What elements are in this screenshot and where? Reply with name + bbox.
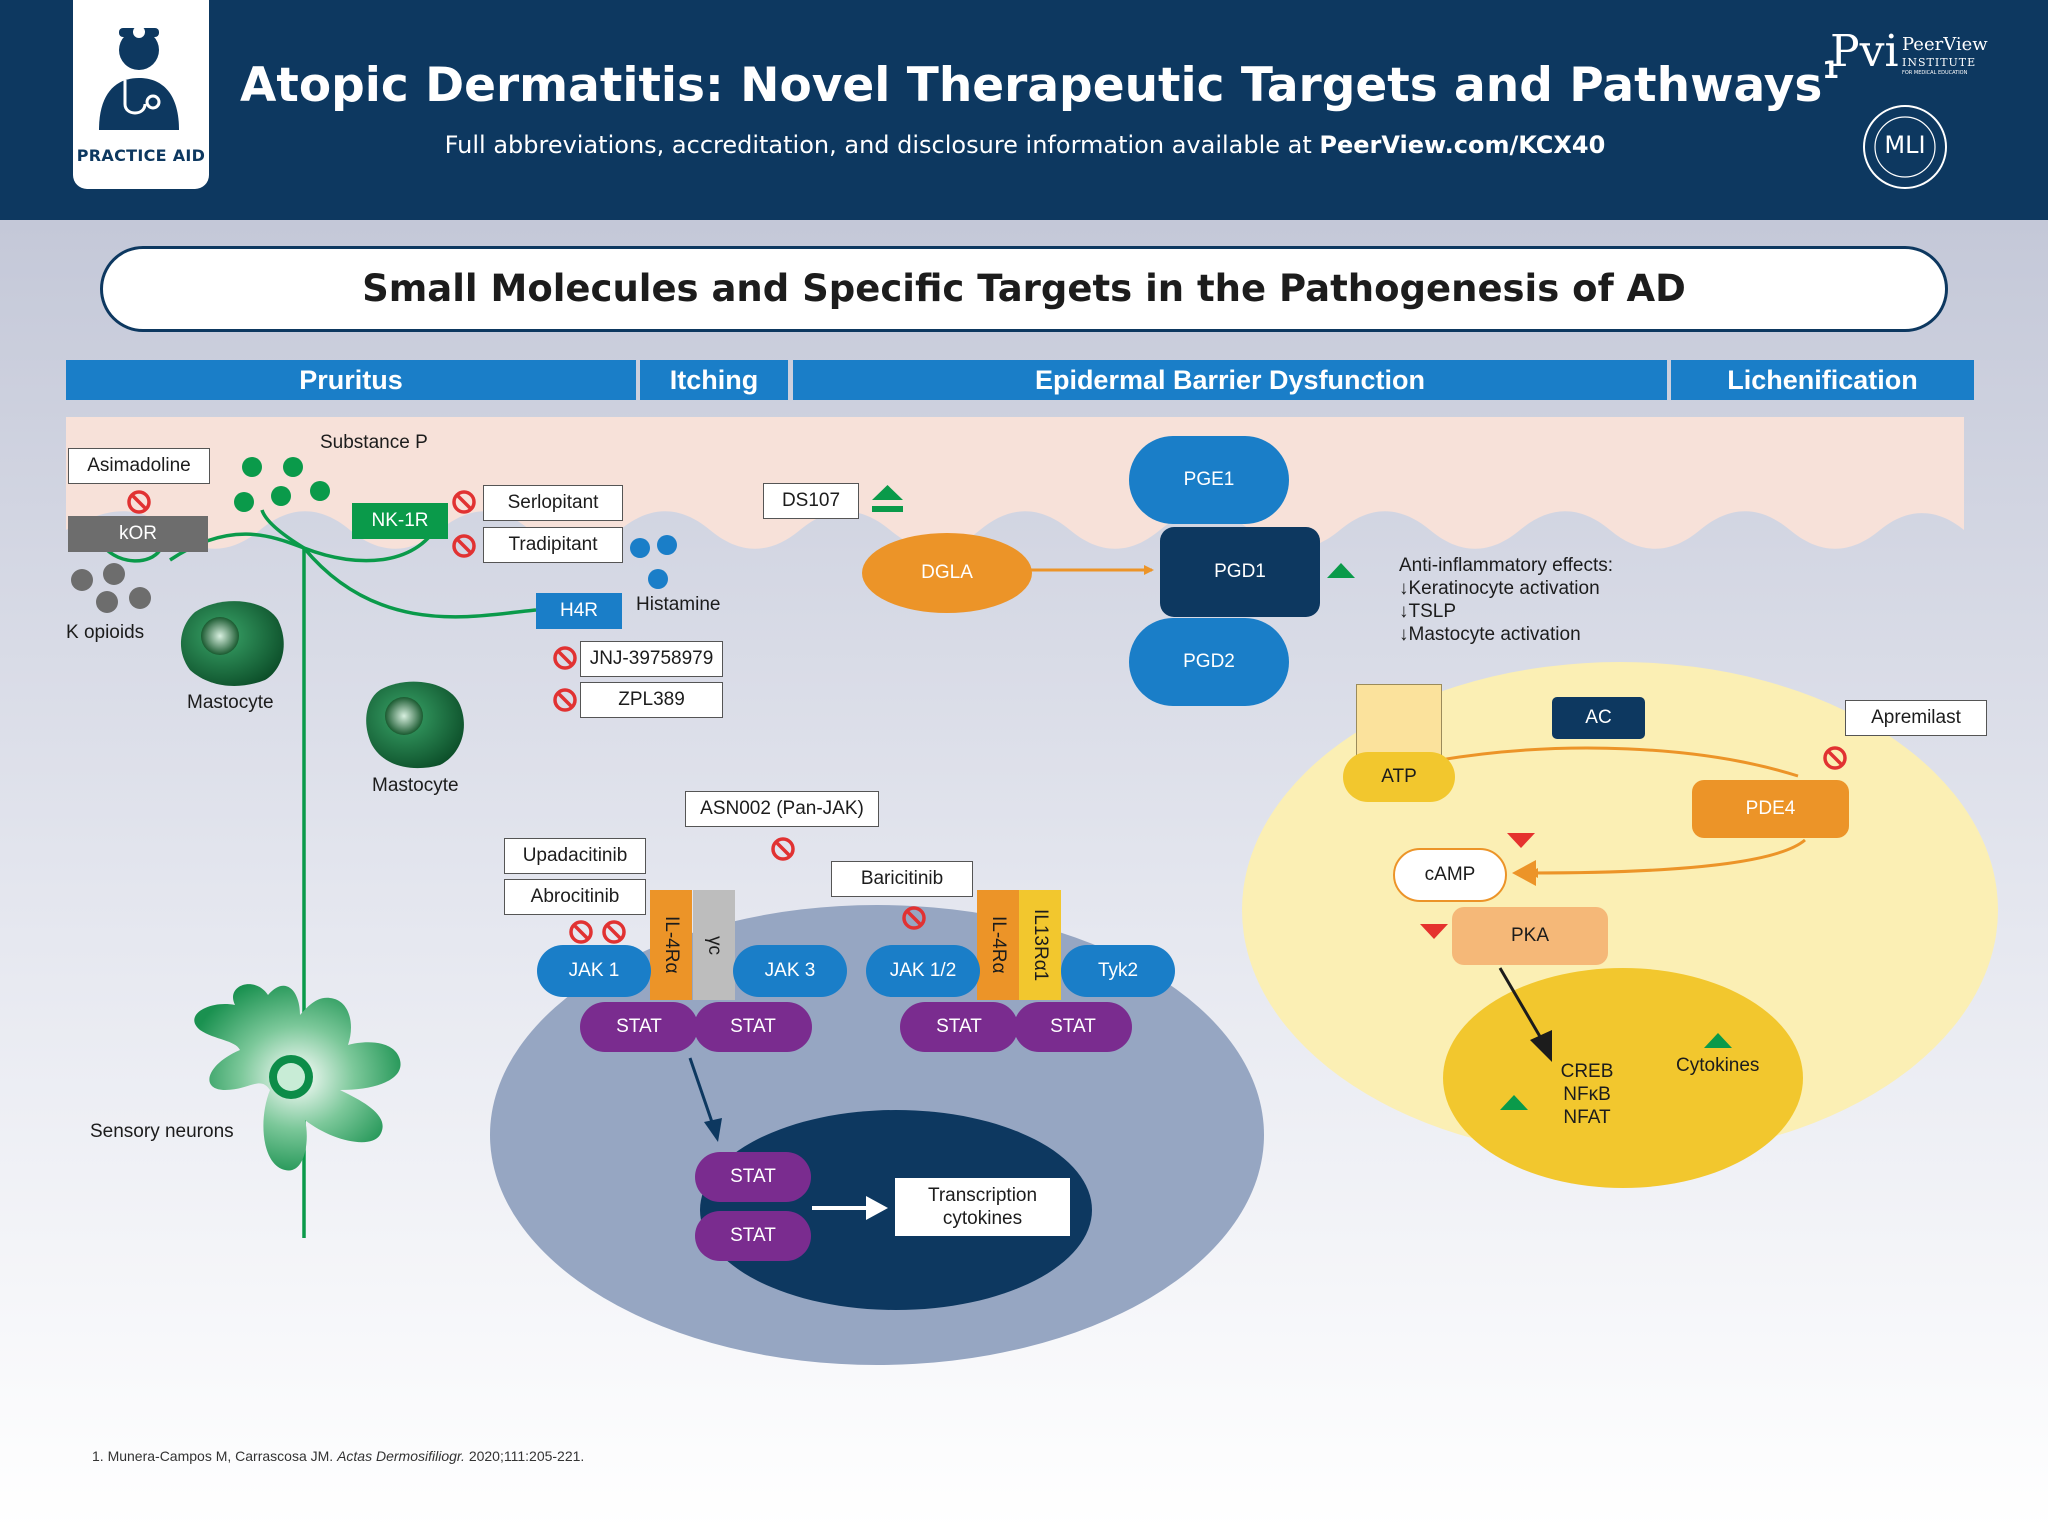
pgd2-node: PGD2 [1129, 618, 1289, 706]
kor-receptor: kOR [68, 516, 208, 552]
asn002-box: ASN002 (Pan-JAK) [685, 791, 879, 827]
nk1r-receptor: NK-1R [352, 503, 448, 539]
mastocyte-label-1: Mastocyte [187, 692, 274, 713]
atp-channel [1356, 684, 1442, 764]
mastocyte-cell-1 [180, 601, 284, 686]
up-triangle-ds107 [872, 485, 903, 500]
pde4-to-camp-line [1528, 838, 1806, 878]
il13ra1-chain [1019, 890, 1061, 1000]
abrocitinib-box: Abrocitinib [504, 879, 646, 915]
atp-node: ATP [1343, 752, 1455, 802]
transcription-factors: CREB NFκB NFAT [1560, 1061, 1614, 1128]
stat-nucleus-1: STAT [695, 1152, 811, 1202]
substance-p-dots [234, 457, 330, 512]
histamine-label: Histamine [636, 594, 721, 615]
upadacitinib-box: Upadacitinib [504, 838, 646, 874]
header-banner: PRACTICE AID Atopic Dermatitis: Novel Th… [0, 0, 2048, 220]
transcription-cytokines-box: Transcription cytokines [894, 1177, 1071, 1237]
pka-node: PKA [1452, 907, 1608, 965]
up-triangle-pgd1 [1327, 563, 1355, 578]
histamine-dots [630, 535, 677, 589]
baricitinib-box: Baricitinib [831, 861, 973, 897]
apremilast-box: Apremilast [1845, 700, 1987, 736]
yc-label: γc [704, 935, 725, 955]
pge1-node: PGE1 [1129, 436, 1289, 524]
mastocyte-cell-2 [366, 681, 464, 769]
category-itching: Itching [640, 360, 788, 400]
sensory-neuron [194, 984, 401, 1171]
jak1-kinase: JAK 1 [537, 945, 651, 997]
jak12-kinase: JAK 1/2 [866, 945, 980, 997]
pgd1-node: PGD1 [1160, 527, 1320, 617]
k-opioid-dots [71, 563, 151, 613]
dgla-node: DGLA [862, 533, 1032, 613]
pka-to-creb-arrow [1498, 967, 1552, 1062]
reference-footnote: 1. Munera-Campos M, Carrascosa JM. Actas… [92, 1448, 585, 1464]
atp-to-pde4-line [1439, 746, 1799, 778]
il13ra1-label: IL13Rα1 [1030, 908, 1051, 982]
asimadoline-box: Asimadoline [68, 448, 210, 484]
zpl389-box: ZPL389 [580, 682, 723, 718]
cytokines-label: Cytokines [1676, 1055, 1760, 1076]
tyk2-kinase: Tyk2 [1061, 945, 1175, 997]
stat-3: STAT [900, 1002, 1018, 1052]
il4ra-chain-2 [977, 890, 1019, 1000]
down-triangle-camp [1507, 833, 1535, 848]
mli-seal: MLI [1862, 104, 1948, 190]
page-title: Atopic Dermatitis: Novel Therapeutic Tar… [240, 56, 1840, 113]
il4ra-chain-1 [650, 890, 692, 1000]
page-subtitle: Full abbreviations, accreditation, and d… [444, 131, 1606, 159]
category-epidermal-barrier: Epidermal Barrier Dysfunction [793, 360, 1667, 400]
mastocyte-label-2: Mastocyte [372, 775, 459, 796]
inhibit-icons [127, 490, 1847, 944]
jak3-kinase: JAK 3 [733, 945, 847, 997]
yc-chain [693, 890, 735, 1000]
peerview-logo: Pvi PeerView INSTITUTE FOR MEDICAL EDUCA… [1830, 26, 1988, 77]
pde4-node: PDE4 [1692, 780, 1849, 838]
h4r-receptor: H4R [536, 593, 622, 629]
camp-node: cAMP [1393, 848, 1507, 902]
stat-to-nucleus-arrow [688, 1057, 722, 1142]
stat-nucleus-2: STAT [695, 1211, 811, 1261]
practice-aid-badge: PRACTICE AID [73, 0, 209, 189]
tradipitant-box: Tradipitant [483, 527, 623, 563]
serlopitant-box: Serlopitant [483, 485, 623, 521]
ds107-underline [872, 506, 903, 512]
up-triangle-creb [1500, 1095, 1528, 1110]
stat-1: STAT [580, 1002, 698, 1052]
section-title: Small Molecules and Specific Targets in … [100, 246, 1948, 332]
down-triangle-pka [1420, 924, 1448, 939]
badge-label: PRACTICE AID [76, 146, 206, 165]
up-triangle-cytokines [1704, 1033, 1732, 1048]
category-pruritus: Pruritus [66, 360, 636, 400]
sensory-neurons-label: Sensory neurons [90, 1121, 234, 1142]
jnj-39758979-box: JNJ-39758979 [580, 641, 723, 677]
il4ra-label-1: IL-4Rα [661, 916, 682, 974]
peerview-link[interactable]: PeerView.com/KCX40 [1319, 131, 1606, 159]
stat-4: STAT [1014, 1002, 1132, 1052]
il4ra-label-2: IL-4Rα [988, 916, 1009, 974]
ac-node: AC [1552, 697, 1645, 739]
stat-2: STAT [694, 1002, 812, 1052]
stat-to-transcription-arrow [812, 1196, 888, 1220]
substance-p-label: Substance P [320, 432, 428, 453]
anti-inflammatory-effects: Anti-inflammatory effects: ↓Keratinocyte… [1399, 555, 1614, 645]
camp-arrow-head [1512, 860, 1536, 886]
category-lichenification: Lichenification [1671, 360, 1974, 400]
k-opioids-label: K opioids [66, 622, 145, 643]
ds107-box: DS107 [763, 483, 859, 519]
doctor-icon [99, 26, 179, 130]
